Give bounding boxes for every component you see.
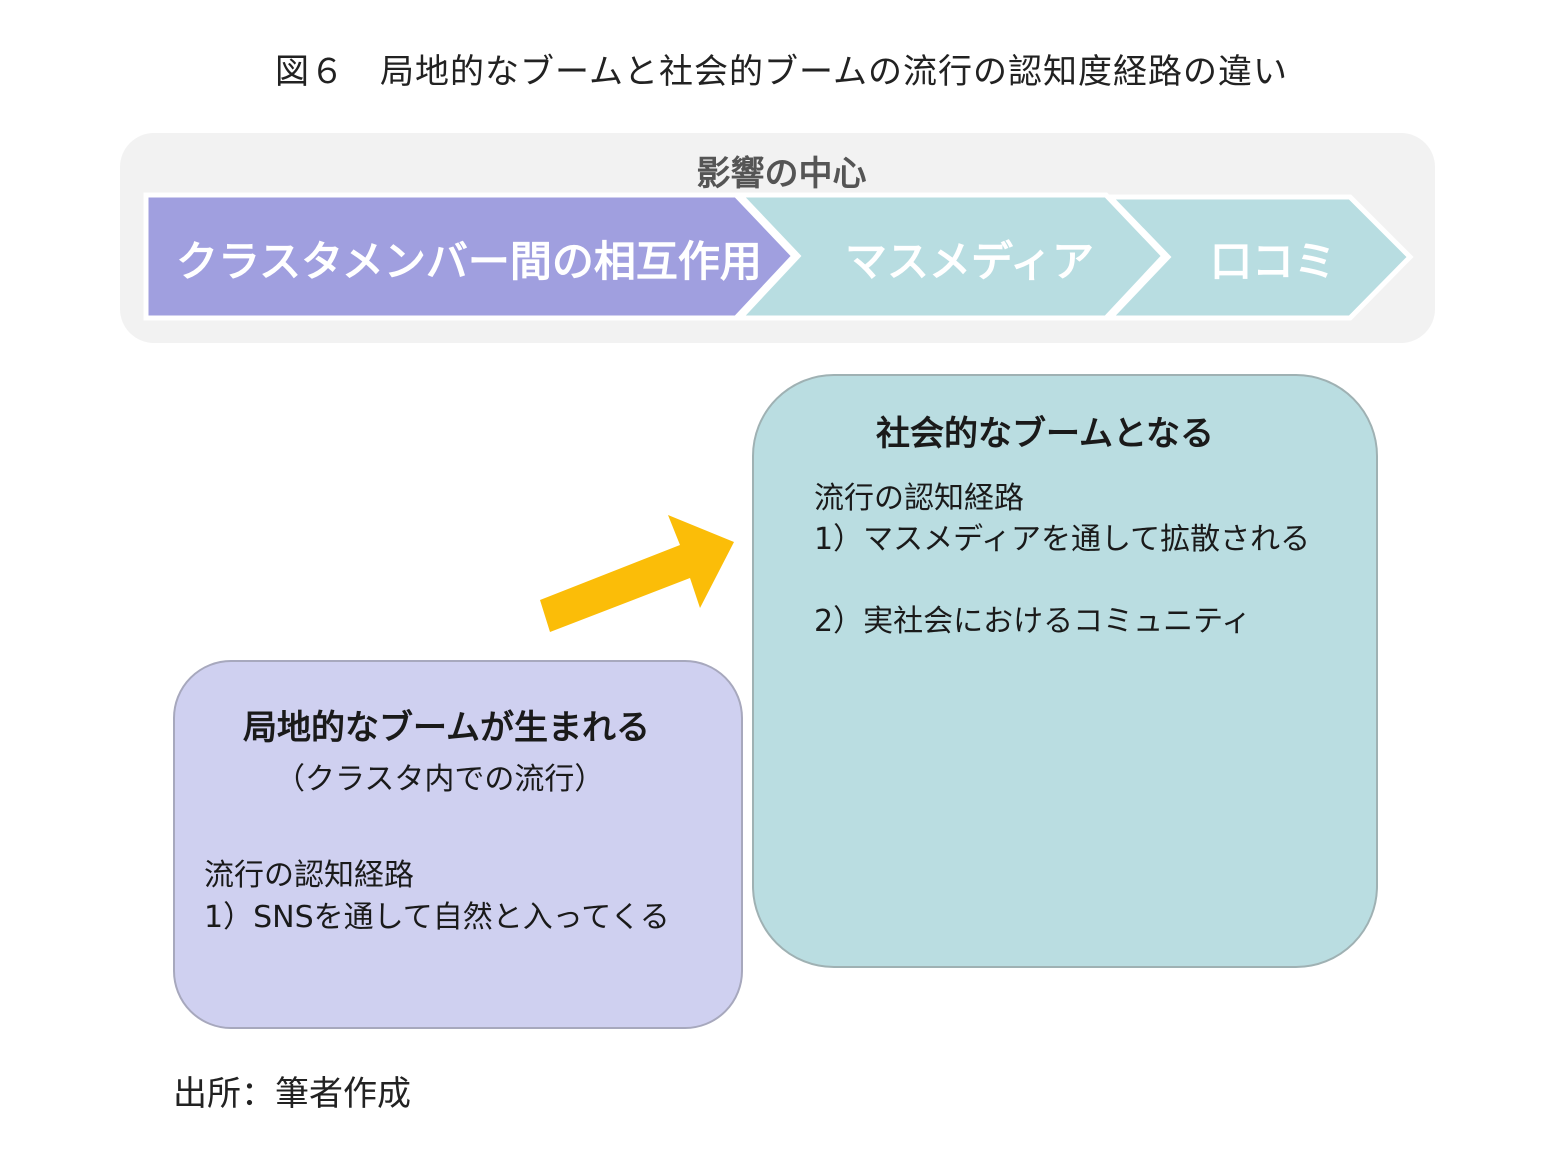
- social-route-2: 2）実社会におけるコミュニティ: [814, 604, 1252, 639]
- local-route-heading: 流行の認知経路: [204, 858, 414, 893]
- influence-chevrons: [143, 192, 1414, 321]
- local-boom-box: [173, 660, 743, 1029]
- arrow-icon: [540, 515, 734, 632]
- figure-source: 出所：筆者作成: [173, 1074, 411, 1114]
- chevron-cluster-interaction: [143, 192, 798, 321]
- local-boom-subtitle: （クラスタ内での流行）: [275, 762, 605, 797]
- social-route-1: 1）マスメディアを通して拡散される: [814, 522, 1311, 557]
- chevron-word-of-mouth: [1104, 194, 1414, 321]
- social-route-heading: 流行の認知経路: [814, 481, 1024, 516]
- social-boom-box: [752, 374, 1378, 968]
- figure-title: 図６ 局地的なブームと社会的ブームの流行の認知度経路の違い: [275, 52, 1288, 92]
- stage-label-word-of-mouth: 口コミ: [1210, 237, 1337, 286]
- influence-heading: 影響の中心: [696, 154, 867, 194]
- local-boom-title: 局地的なブームが生まれる: [243, 708, 650, 748]
- local-route-1: 1）SNSを通して自然と入ってくる: [204, 900, 670, 935]
- stage-label-mass-media: マスメディア: [845, 237, 1095, 286]
- social-boom-title: 社会的なブームとなる: [876, 414, 1214, 454]
- stage-label-cluster: クラスタメンバー間の相互作用: [176, 237, 762, 286]
